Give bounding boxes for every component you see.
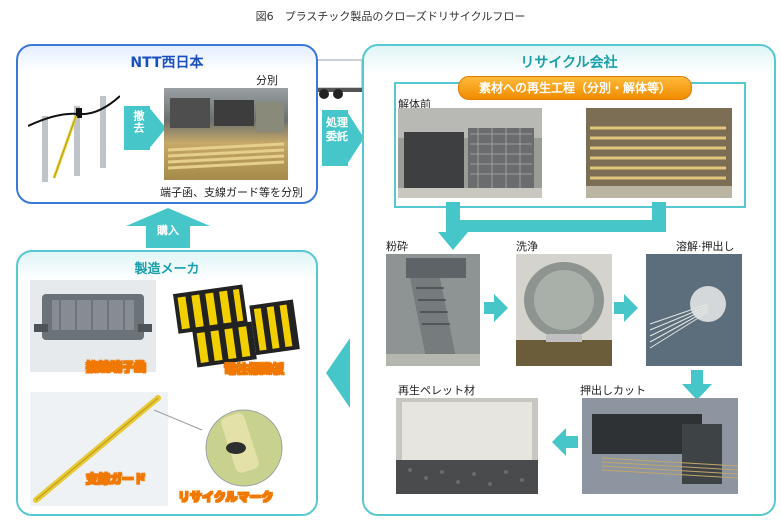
step-label-melt: 溶解·押出し xyxy=(676,240,735,253)
ntt-title: NTT西日本 xyxy=(130,55,204,71)
recycle-mark-zoom xyxy=(153,409,283,487)
step-label-cut: 押出しカット xyxy=(580,384,646,397)
recycle-title: リサイクル会社 xyxy=(520,55,618,71)
step-label-pellet: 再生ペレット材 xyxy=(398,384,475,397)
arrow-recycle-to-maker xyxy=(326,338,350,408)
wash-photo xyxy=(516,254,612,366)
purchase-label: 購入 xyxy=(157,224,179,237)
removal-arrow-head xyxy=(148,106,166,150)
sort-label: 分別 xyxy=(256,74,278,87)
utility-pole-icon xyxy=(28,95,120,182)
step-label-wash: 洗浄 xyxy=(516,240,538,253)
arrow-melt-to-cut xyxy=(682,370,712,400)
before-photo-left xyxy=(398,108,542,198)
arrow-cut-to-pellet xyxy=(552,428,566,456)
product-terminal-box-photo xyxy=(30,280,156,372)
cut-photo xyxy=(582,398,738,494)
arrow-cut-to-pellet-body xyxy=(566,436,578,448)
product-label-pole-sign: 電柱標識板 xyxy=(224,362,285,377)
arrow-crush-to-wash xyxy=(494,294,508,322)
product-label-guy-guard: 支線ガード xyxy=(86,472,147,487)
before-label: 解体前 xyxy=(398,98,431,111)
product-label-terminal-box: 接続端子函 xyxy=(86,360,147,375)
arrow-wash-to-melt-body xyxy=(614,302,626,314)
transfer-arrow-head xyxy=(346,110,364,166)
product-guy-guard-photo xyxy=(30,392,168,506)
product-pole-sign-photo xyxy=(168,278,300,374)
figure-title: 図6 プラスチック製品のクローズドリサイクルフロー xyxy=(255,10,526,23)
removal-arrow-body xyxy=(124,106,150,150)
melt-photo xyxy=(646,254,742,366)
arrow-crush-to-wash-body xyxy=(484,302,496,314)
arrow-wash-to-melt xyxy=(624,294,638,322)
transfer-arrow-body xyxy=(322,110,348,166)
pellet-photo xyxy=(396,398,538,494)
product-label-recycle-mark: リサイクルマーク xyxy=(178,490,274,505)
step-label-crush: 粉砕 xyxy=(386,240,408,253)
crush-photo xyxy=(386,254,480,366)
process-banner: 素材への再生工程（分別・解体等） xyxy=(458,76,692,100)
removal-label: 撤去 xyxy=(132,110,145,134)
purchase-arrow xyxy=(126,208,210,248)
ntt-caption: 端子函、支線ガード等を分別 xyxy=(160,186,303,199)
before-photo-right xyxy=(586,108,732,198)
maker-title: 製造メーカ xyxy=(134,262,200,277)
merge-arrow xyxy=(438,202,666,250)
transfer-label: 処理委託 xyxy=(326,116,348,143)
sorting-photo xyxy=(164,88,288,180)
